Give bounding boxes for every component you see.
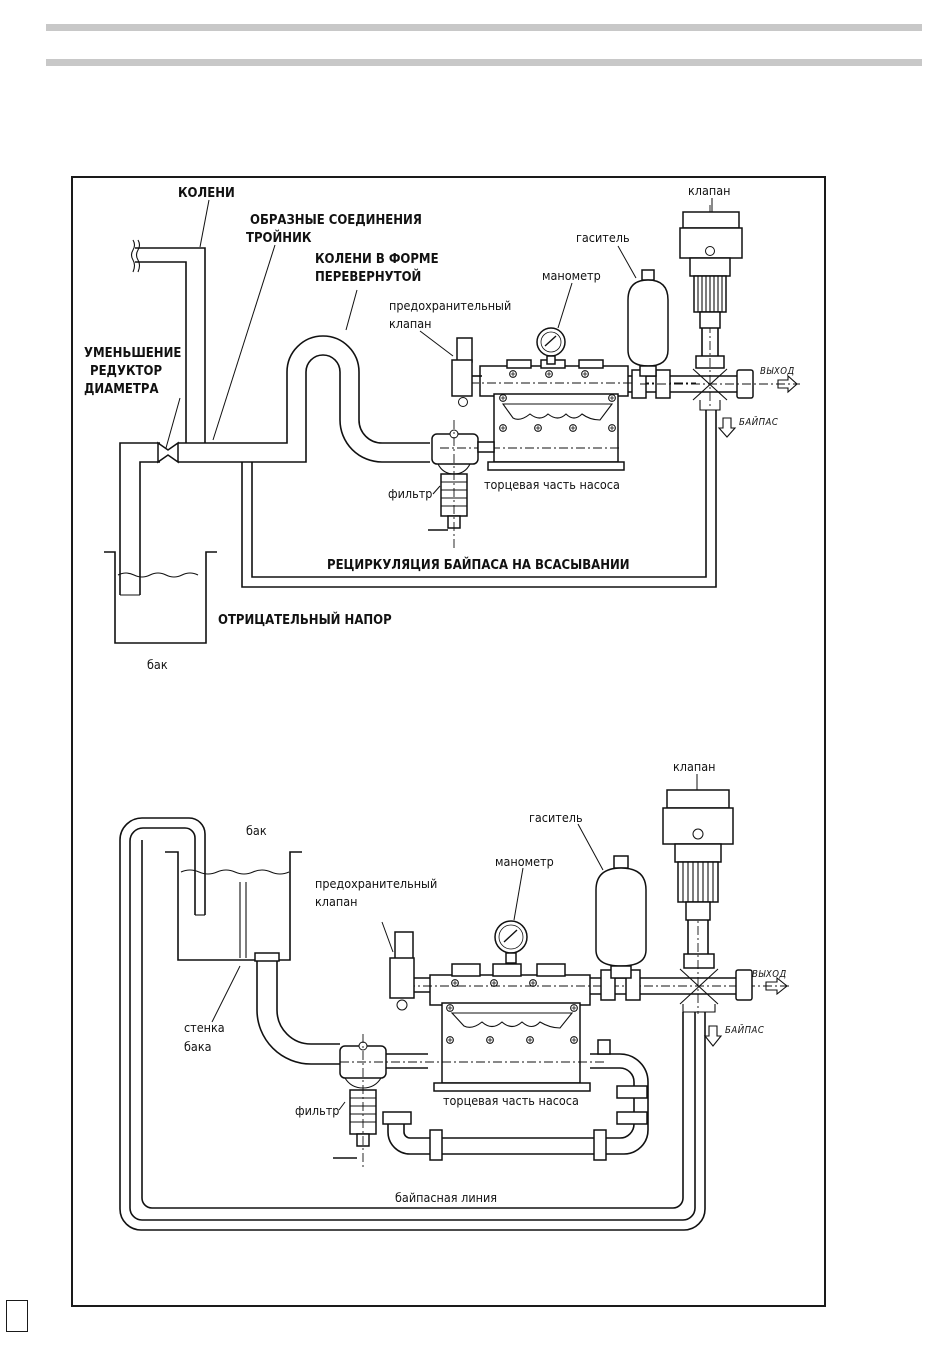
label-damper: гаситель — [529, 810, 583, 825]
bottom-gauge — [494, 920, 528, 964]
diagram-frame — [71, 176, 826, 1307]
bottom-filter — [333, 1034, 428, 1170]
top-recirculation-pipe — [241, 410, 717, 588]
label-safety-valve-1: предохранительный — [389, 298, 511, 313]
label-outlet: ВЫХОД — [752, 969, 787, 980]
label-bypass-line: байпасная линия — [395, 1190, 497, 1205]
label-reduction-2: РЕДУКТОР — [90, 364, 162, 379]
bottom-suction-pipe — [254, 952, 340, 1065]
top-diagram: КОЛЕНИ ОБРАЗНЫЕ СОЕДИНЕНИЯ ТРОЙНИК КОЛЕН… — [84, 183, 800, 672]
label-shaped-connections: ОБРАЗНЫЕ СОЕДИНЕНИЯ — [250, 213, 422, 228]
bottom-flow-arrows — [703, 976, 788, 1047]
bottom-leader-lines — [211, 774, 698, 1111]
top-leader-lines — [165, 198, 713, 495]
label-recirculation: РЕЦИРКУЛЯЦИЯ БАЙПАСА НА ВСАСЫВАНИИ — [327, 557, 630, 573]
top-pump-head — [440, 359, 696, 471]
label-pump-head: торцевая часть насоса — [484, 477, 620, 492]
label-safety-valve-1: предохранительный — [315, 876, 437, 891]
label-gauge: манометр — [542, 268, 601, 283]
label-pump-head: торцевая часть насоса — [443, 1093, 579, 1108]
label-negative-head: ОТРИЦАТЕЛЬНЫЙ НАПОР — [218, 612, 392, 628]
bottom-outlet-pipe — [590, 790, 753, 1014]
top-damper — [627, 269, 669, 377]
top-filter — [428, 420, 479, 548]
page-number-box — [6, 1300, 28, 1332]
label-tank-wall-2: бака — [184, 1039, 212, 1054]
bottom-diagram: клапан бак гаситель манометр предохранит… — [119, 759, 790, 1231]
bottom-bypass-line — [119, 817, 706, 1231]
bottom-damper — [595, 855, 647, 979]
label-tank: бак — [147, 657, 168, 672]
label-valve: клапан — [673, 759, 715, 774]
label-filter: фильтр — [388, 486, 432, 501]
bottom-pump-head — [340, 963, 790, 1092]
label-bypass: БАЙПАС — [739, 416, 778, 428]
label-inverted-elbows-1: КОЛЕНИ В ФОРМЕ — [315, 252, 439, 267]
bottom-valve — [662, 789, 734, 954]
top-safety-valve — [451, 337, 482, 407]
label-safety-valve-2: клапан — [315, 894, 357, 909]
bottom-tank — [165, 851, 302, 961]
label-reduction-3: ДИАМЕТРА — [84, 382, 159, 397]
header-rule-bottom — [46, 59, 922, 66]
bottom-safety-valve — [389, 931, 430, 1011]
label-damper: гаситель — [576, 230, 630, 245]
header-rule-top — [46, 24, 922, 31]
label-tank-wall-1: стенка — [184, 1020, 225, 1035]
label-outlet: ВЫХОД — [760, 366, 795, 377]
top-tank — [104, 551, 217, 644]
label-elbows: КОЛЕНИ — [178, 186, 235, 201]
bottom-bypass-assembly — [382, 1039, 649, 1161]
label-safety-valve-2: клапан — [389, 316, 431, 331]
label-filter: фильтр — [295, 1103, 339, 1118]
top-inverted-u-pipe — [242, 335, 430, 463]
label-bypass: БАЙПАС — [725, 1024, 764, 1036]
label-tee: ТРОЙНИК — [246, 230, 312, 246]
label-valve: клапан — [688, 183, 730, 198]
label-gauge: манометр — [495, 854, 554, 869]
top-suction-pipe — [119, 239, 242, 596]
label-tank: бак — [246, 823, 267, 838]
top-valve — [679, 211, 743, 356]
label-inverted-elbows-2: ПЕРЕВЕРНУТОЙ — [315, 269, 421, 285]
top-outlet-pipe — [628, 205, 800, 411]
label-reduction-1: УМЕНЬШЕНИЕ — [84, 346, 181, 361]
top-gauge — [536, 327, 566, 365]
top-flow-arrows — [717, 374, 798, 438]
